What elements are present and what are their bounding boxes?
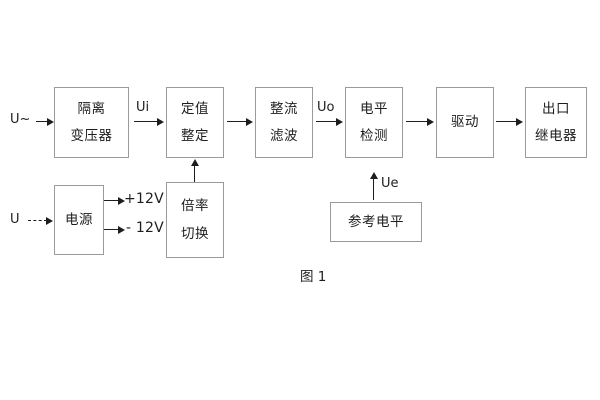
signal-label-uo: Uo — [317, 100, 335, 115]
block-power-supply: 电源 — [54, 185, 104, 255]
arrow-drive-to-output-relay — [496, 117, 525, 127]
arrow-setting-value-to-rectify-filter — [227, 117, 255, 127]
block-output-relay: 出口 继电器 — [525, 87, 587, 158]
arrow-level-detection-to-drive — [406, 117, 436, 127]
block-line: 电平 — [360, 100, 388, 117]
block-line: 切换 — [181, 225, 209, 242]
block-line: 整流 — [270, 100, 298, 117]
arrow-power-supply-negative-12v — [104, 225, 126, 235]
block-line: 整定 — [181, 128, 209, 144]
arrow-input-dc-to-power-supply — [28, 216, 54, 226]
block-line: 定值 — [181, 100, 209, 117]
block-isolation-transformer: 隔离 变压器 — [54, 87, 129, 158]
block-line: 继电器 — [535, 128, 577, 144]
arrow-ratio-switch-to-setting-value — [190, 159, 200, 182]
block-drive: 驱动 — [436, 87, 494, 158]
arrow-power-supply-positive-12v — [104, 196, 126, 206]
figure-caption: 图 1 — [300, 269, 327, 285]
block-line: 检测 — [360, 128, 388, 144]
block-line: 电源 — [65, 211, 93, 228]
voltage-label-minus-12v: - 12V — [126, 220, 164, 236]
block-reference-level: 参考电平 — [330, 202, 422, 242]
signal-label-ue: Ue — [381, 176, 399, 191]
input-label-u-ac: U~ — [10, 112, 31, 127]
voltage-label-plus-12v: +12V — [124, 191, 164, 207]
block-line: 滤波 — [270, 128, 298, 144]
input-label-u-dc: U — [10, 212, 20, 227]
block-line: 驱动 — [451, 114, 479, 131]
block-line: 参考电平 — [348, 213, 404, 230]
arrow-input-ac-to-isolation-transformer — [36, 117, 54, 127]
block-line: 出口 — [542, 100, 570, 117]
arrow-isolation-transformer-to-setting-value — [134, 117, 166, 127]
block-line: 变压器 — [70, 128, 113, 144]
block-level-detection: 电平 检测 — [345, 87, 403, 158]
arrow-rectify-filter-to-level-detection — [316, 117, 345, 127]
arrow-reference-level-to-level-detection — [369, 172, 379, 200]
signal-label-ui: Ui — [136, 100, 150, 115]
block-line: 隔离 — [77, 100, 106, 117]
block-rectify-filter: 整流 滤波 — [255, 87, 313, 158]
block-setting-value: 定值 整定 — [166, 87, 224, 158]
block-ratio-switch: 倍率 切换 — [166, 182, 224, 258]
block-line: 倍率 — [181, 198, 209, 215]
